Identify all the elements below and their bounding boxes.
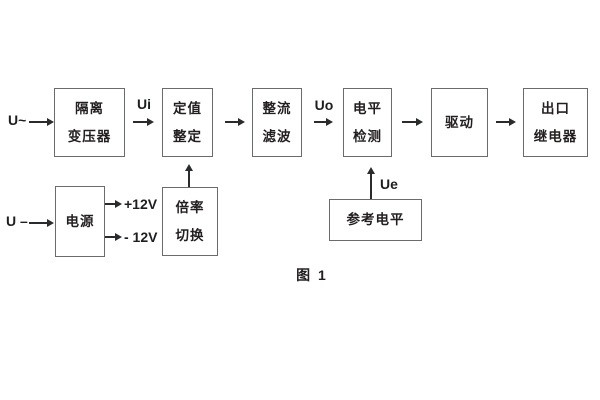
figure-caption: 图 1: [296, 267, 328, 283]
arrow-driver-to-relay: [496, 118, 516, 126]
arrow-ac-input: [29, 118, 54, 126]
arrow-uo-signal: [314, 118, 333, 126]
arrow-ui-signal: [133, 118, 154, 126]
box-power-supply: 电源: [55, 186, 105, 257]
box-ratio-switch-line1: 倍率: [175, 199, 205, 215]
box-rectifier-filter: 整流 滤波: [252, 88, 302, 157]
label-ue: Ue: [380, 176, 398, 192]
box-output-relay-line2: 继电器: [533, 129, 578, 144]
label-ac-input: U~: [8, 112, 27, 128]
box-reference-level: 参考电平: [329, 199, 422, 241]
arrow-ue-signal: [367, 167, 375, 199]
box-ratio-switch-line2: 切换: [175, 228, 205, 243]
box-rectifier-filter-line2: 滤波: [262, 129, 292, 144]
box-output-relay-line1: 出口: [541, 100, 570, 116]
box-level-detector-line1: 电平: [353, 100, 382, 116]
arrow-plus12v: [105, 200, 122, 208]
label-ui: Ui: [137, 96, 151, 112]
label-uo: Uo: [314, 97, 334, 113]
arrow-setpoint-to-rectifier: [225, 118, 245, 126]
box-isolation-transformer: 隔离 变压器: [54, 88, 125, 157]
box-driver: 驱动: [431, 88, 488, 157]
box-setpoint-adjust-line1: 定值: [173, 100, 202, 116]
box-power-supply-line1: 电源: [65, 213, 95, 229]
arrow-dc-input: [29, 219, 54, 227]
box-ratio-switch: 倍率 切换: [162, 187, 218, 256]
arrow-minus12v: [105, 233, 122, 241]
label-minus12v: - 12V: [124, 229, 158, 245]
arrow-ratio-to-setpoint: [185, 164, 193, 187]
arrow-detector-to-driver: [402, 118, 423, 126]
box-isolation-transformer-line1: 隔离: [75, 100, 104, 116]
box-reference-level-line1: 参考电平: [346, 212, 405, 228]
box-isolation-transformer-line2: 变压器: [67, 129, 112, 144]
box-setpoint-adjust-line2: 整定: [173, 129, 202, 144]
label-plus12v: +12V: [124, 196, 158, 212]
box-level-detector-line2: 检测: [353, 129, 382, 144]
box-output-relay: 出口 继电器: [523, 88, 588, 157]
box-driver-line1: 驱动: [445, 114, 474, 130]
box-rectifier-filter-line1: 整流: [262, 100, 292, 116]
label-dc-input: U –: [6, 213, 28, 229]
box-setpoint-adjust: 定值 整定: [162, 88, 213, 157]
box-level-detector: 电平 检测: [343, 88, 392, 157]
